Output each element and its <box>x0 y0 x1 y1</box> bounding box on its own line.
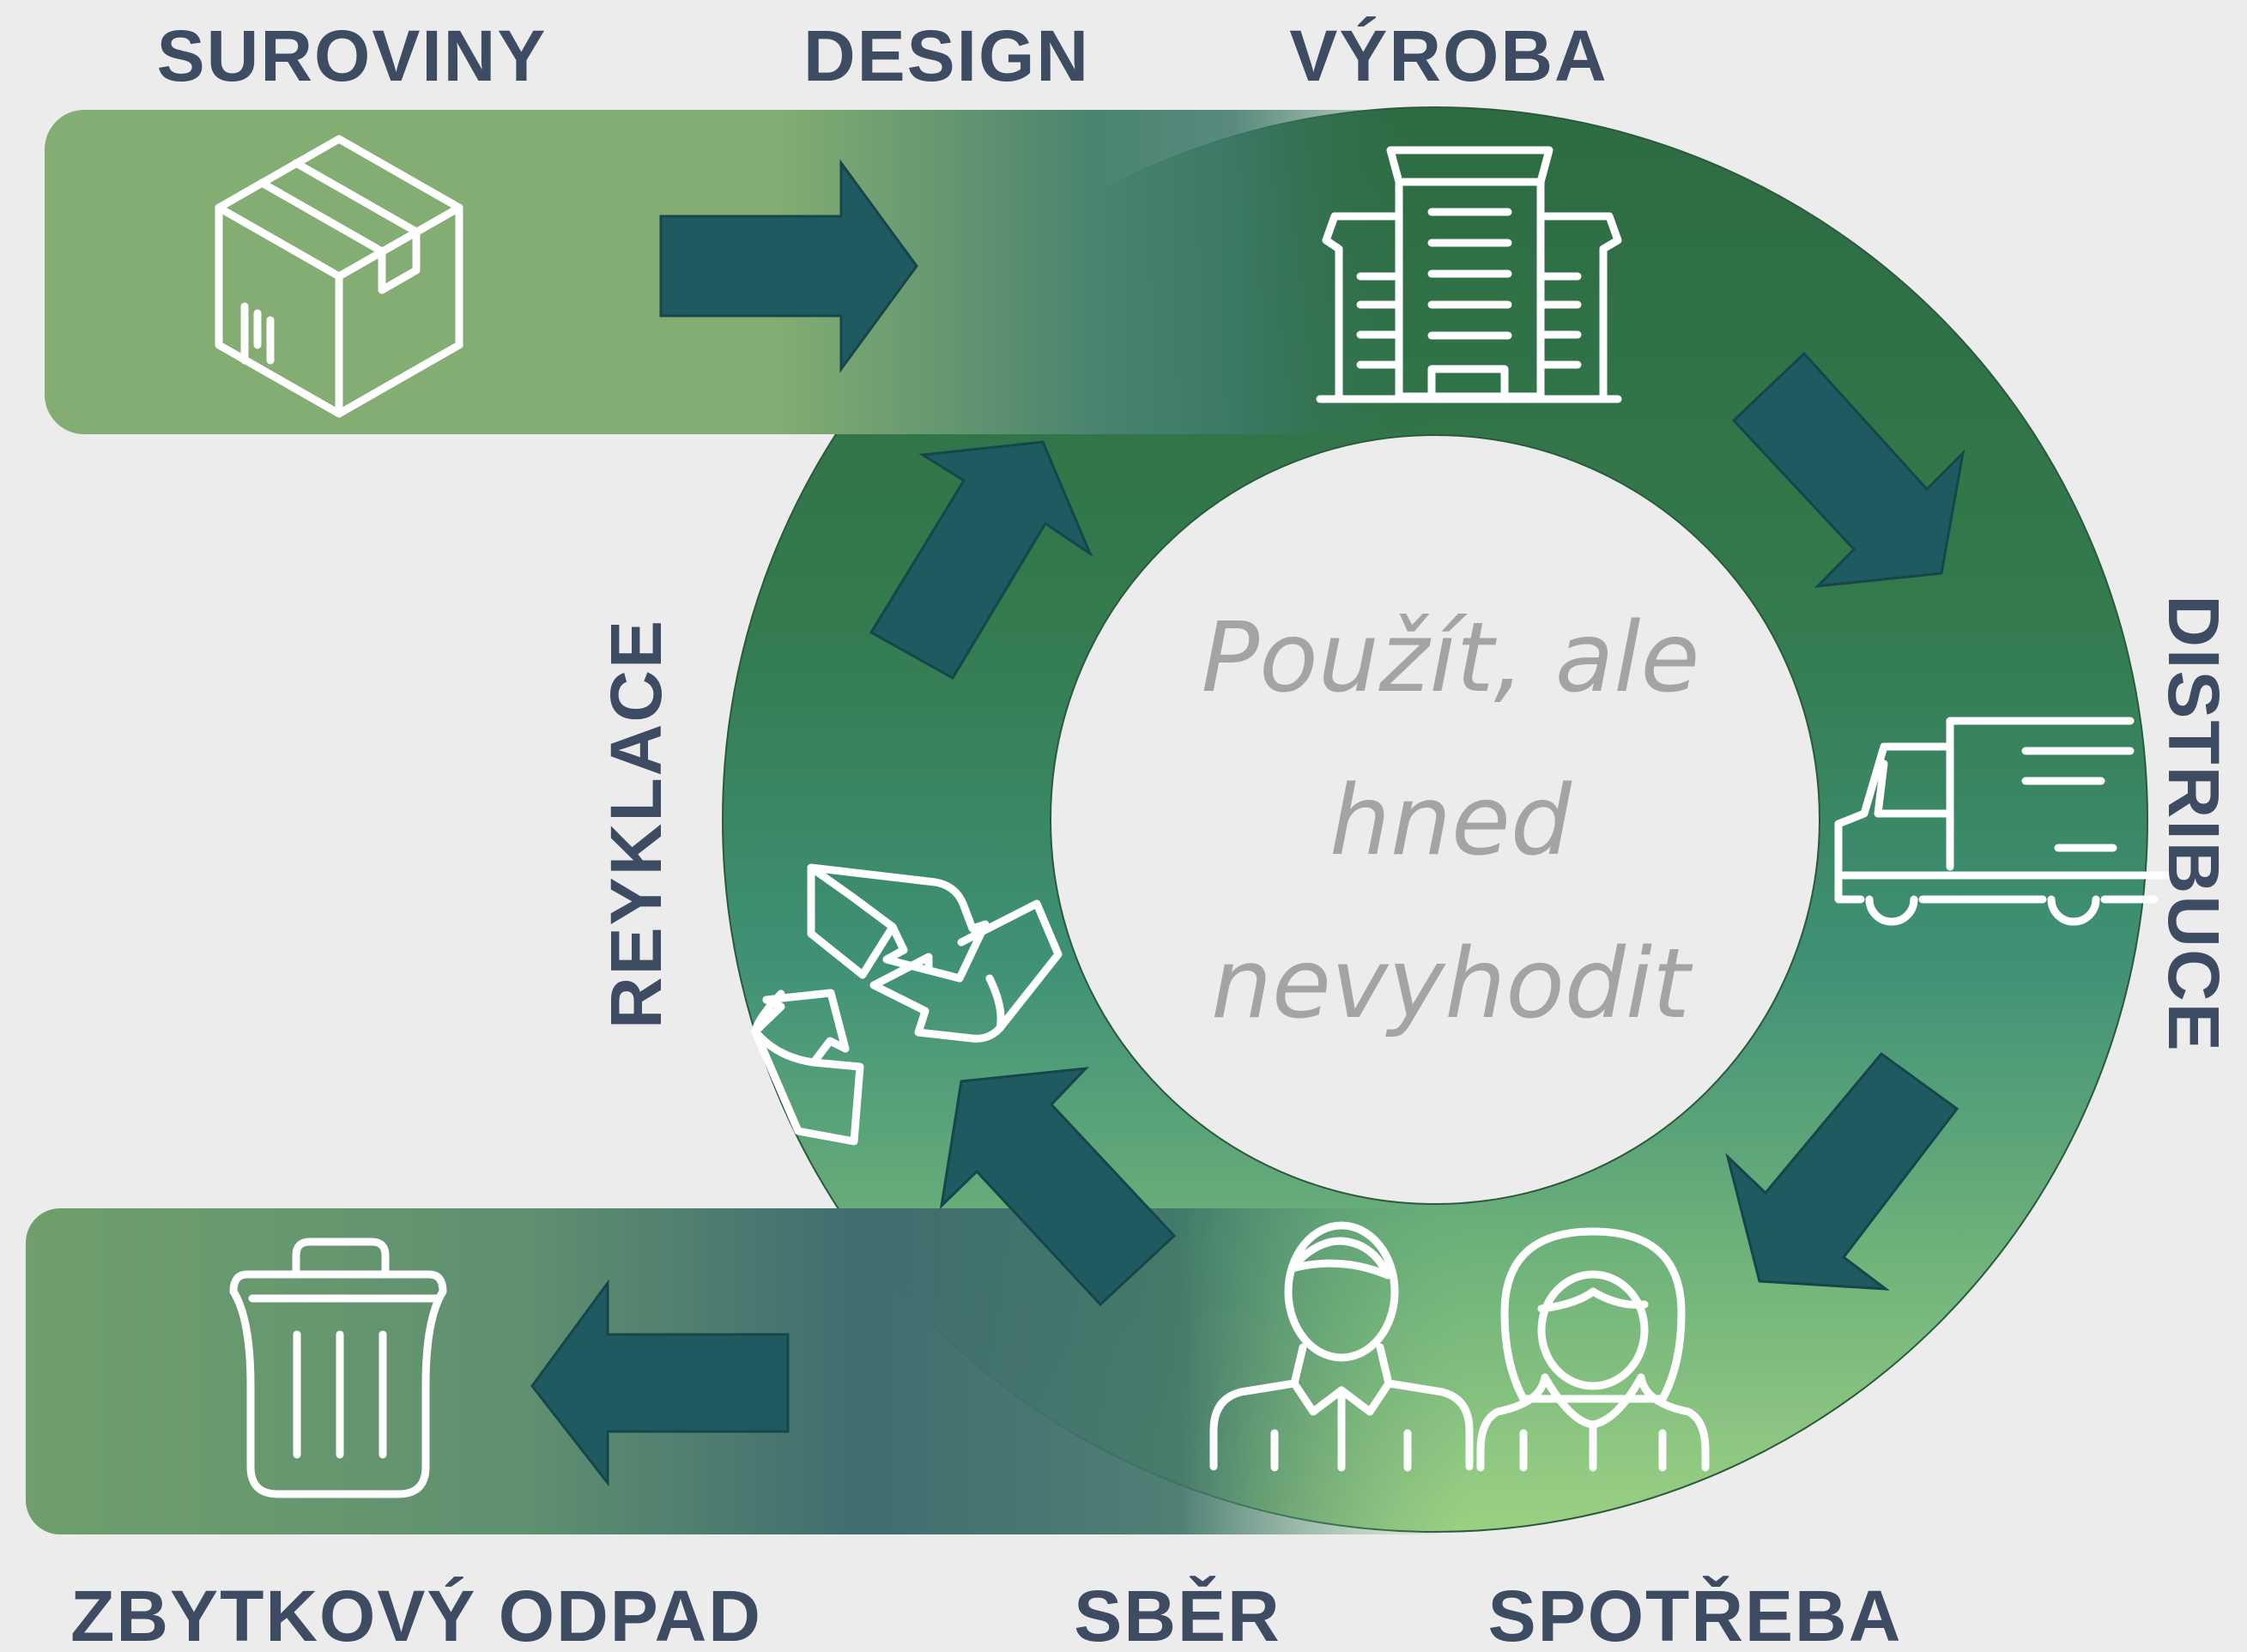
label-production: VÝROBA <box>1289 15 1608 96</box>
label-residual-waste: ZBYTKOVÝ ODPAD <box>70 1576 762 1652</box>
label-distribution: DISTRIBUCE <box>2153 595 2234 1052</box>
trash-bin-icon <box>229 1237 447 1498</box>
arrow-production-to-distribution <box>1731 351 1965 588</box>
arrow-distribution-to-consumption <box>1725 1051 1959 1291</box>
arrow-recycling-to-design <box>869 440 1093 681</box>
people-icon <box>1209 1221 1710 1472</box>
box-icon <box>215 135 463 418</box>
label-recycling: REYKLACE <box>596 619 676 1029</box>
truck-icon <box>1834 717 2171 926</box>
arrow-raw-to-design <box>659 159 918 373</box>
label-collection: SBĚR <box>1074 1576 1281 1652</box>
label-raw-materials: SUROVINY <box>157 15 548 96</box>
factory-building-icon <box>1316 146 1622 403</box>
center-text-line-2: hned <box>1329 765 1572 877</box>
arrow-consumption-to-collection <box>939 1067 1177 1307</box>
center-text-line-1: Použít, ale <box>1202 602 1700 714</box>
label-consumption: SPOTŘEBA <box>1488 1576 1903 1652</box>
center-text-line-3: nevyhodit <box>1211 929 1693 1040</box>
recycle-icon <box>751 863 1063 1146</box>
flow-arrows <box>530 159 1965 1487</box>
label-design: DESIGN <box>803 15 1090 96</box>
arrow-to-residual-waste <box>530 1279 790 1487</box>
